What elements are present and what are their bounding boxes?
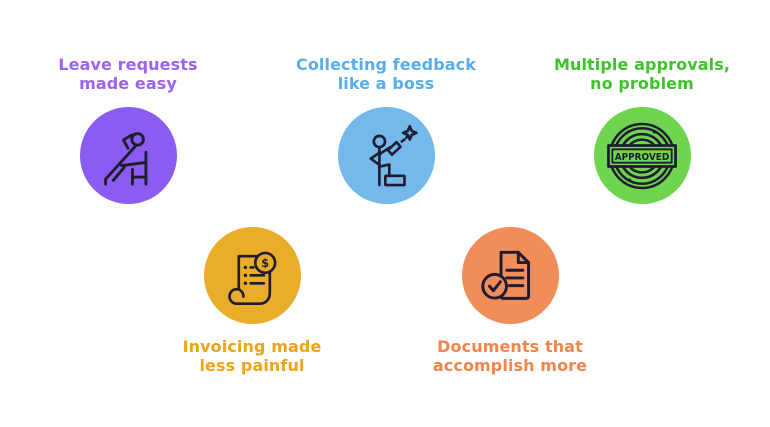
person-relaxing-icon [104, 131, 148, 186]
feature-invoicing: $ Invoicing made less painful [142, 227, 362, 375]
feature-invoicing-circle: $ [203, 227, 301, 324]
label-line-1: Leave requests [58, 55, 198, 74]
label-line-1: Documents that [437, 337, 583, 356]
feature-leave-requests-circle [79, 107, 177, 204]
feature-leave-requests: Leave requests made easy [18, 55, 238, 204]
person-telescope-icon [369, 124, 418, 186]
label-line-2: made easy [79, 74, 177, 93]
label-line-1: Collecting feedback [296, 55, 476, 74]
label-line-2: accomplish more [432, 356, 588, 375]
label-line-2: less painful [199, 356, 305, 375]
label-line-1: Invoicing made [182, 337, 322, 356]
invoice-receipt-icon: $ [228, 251, 277, 305]
label-line-2: like a boss [337, 74, 435, 93]
approved-stamp-icon: APPROVED [607, 122, 677, 189]
label-line-1: Multiple approvals, [553, 55, 731, 74]
feature-documents: Documents that accomplish more [400, 227, 620, 375]
feature-collecting-feedback-circle [337, 107, 435, 204]
feature-documents-label: Documents that accomplish more [433, 337, 587, 375]
feature-collecting-feedback-label: Collecting feedback like a boss [296, 55, 476, 93]
feature-multiple-approvals-circle: APPROVED [593, 107, 691, 204]
feature-collecting-feedback: Collecting feedback like a boss [276, 55, 496, 204]
dollar-sign-glyph: $ [261, 256, 269, 269]
approved-stamp-text: APPROVED [615, 151, 670, 162]
feature-leave-requests-label: Leave requests made easy [58, 55, 197, 93]
label-line-2: no problem [590, 74, 694, 93]
feature-documents-circle [461, 227, 559, 324]
feature-multiple-approvals-label: Multiple approvals, no problem [554, 55, 730, 93]
feature-multiple-approvals: Multiple approvals, no problem APPROVED [532, 55, 752, 204]
document-check-icon [481, 250, 531, 300]
feature-invoicing-label: Invoicing made less painful [183, 337, 322, 375]
